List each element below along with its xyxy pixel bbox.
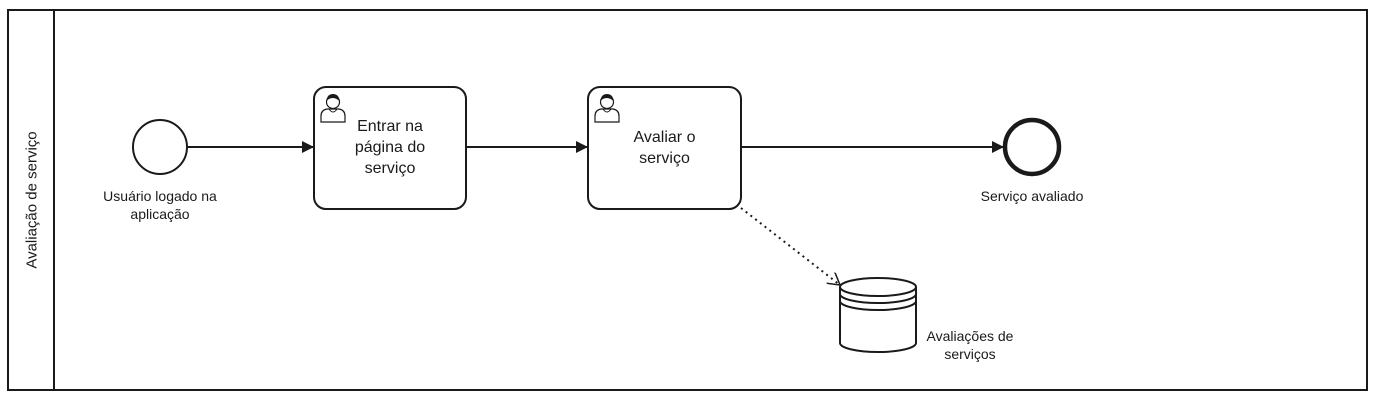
task-avaliar-servico-label: Avaliar o serviço bbox=[633, 129, 696, 167]
pool-label: Avaliação de serviço bbox=[23, 131, 41, 269]
end-event[interactable] bbox=[1002, 117, 1062, 177]
start-event[interactable] bbox=[132, 119, 188, 175]
user-icon bbox=[320, 94, 346, 123]
data-store[interactable] bbox=[839, 277, 917, 353]
user-icon bbox=[594, 94, 620, 123]
task-entrar-pagina-label: Entrar na página do serviço bbox=[354, 118, 426, 177]
data-association[interactable] bbox=[740, 207, 840, 285]
pool-border bbox=[7, 9, 1368, 391]
end-event-label: Serviço avaliado bbox=[980, 188, 1084, 204]
start-event-label: Usuário logado na aplicação bbox=[103, 188, 217, 222]
data-store-label: Avaliações de serviços bbox=[926, 328, 1014, 362]
